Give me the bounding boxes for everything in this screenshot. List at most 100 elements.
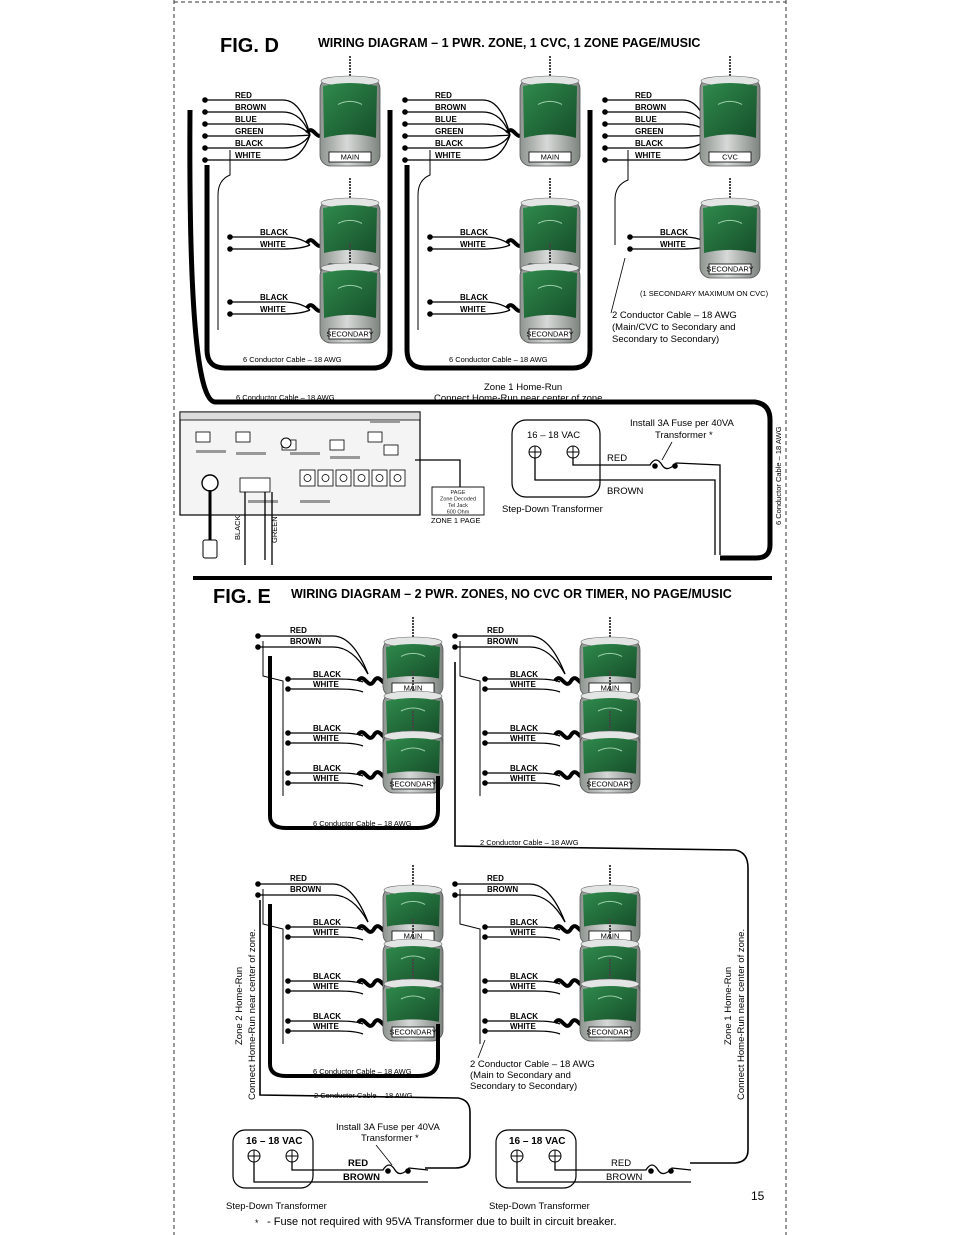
panel-fine-print-5: [248, 500, 278, 503]
wire-label-white: WHITE: [235, 151, 261, 160]
conductor-wire: [485, 1030, 561, 1035]
junction-dot: [602, 145, 608, 151]
footnote: - Fuse not required with 95VA Transforme…: [267, 1216, 617, 1228]
unit-logo-swoosh: [597, 955, 623, 960]
junction-dot: [285, 934, 291, 940]
panel-knob: [280, 437, 292, 449]
conductor-wire: [288, 936, 364, 941]
conductor-wire: [430, 309, 511, 315]
junction-dot: [627, 234, 633, 240]
conductor-wire: [205, 134, 311, 161]
junction-dot: [385, 1168, 391, 1174]
zone-1-two-conductor-cable: [454, 662, 749, 1164]
junction-dot: [482, 740, 488, 746]
pair-riser-1: [217, 150, 231, 330]
wire-label-white: WHITE: [313, 982, 339, 991]
panel-fine-print-3: [330, 456, 360, 459]
wire-label-red: RED: [290, 874, 307, 883]
terminal-cross: [567, 446, 579, 458]
green-lead-label: GREEN: [270, 516, 279, 543]
unit-label-panel: [323, 270, 377, 319]
fig-e-title: WIRING DIAGRAM – 2 PWR. ZONES, NO CVC OR…: [291, 587, 732, 601]
brown-wire: [516, 1162, 691, 1183]
panel-jack-4: [371, 469, 388, 487]
unit-label-panel: [523, 205, 577, 254]
junction-dot: [202, 157, 208, 163]
red-label: RED: [607, 453, 627, 464]
unit-label-panel: [323, 83, 377, 138]
side-cable-label: 6 Conductor Cable – 18 AWG: [774, 426, 783, 525]
unit-label-panel: [703, 83, 757, 138]
panel-terminal-4: [367, 431, 383, 443]
unit-logo-swoosh: [717, 219, 743, 224]
unit-logo-swoosh: [400, 747, 426, 752]
speaker-unit-secondary-1-1: SECONDARY: [519, 243, 581, 344]
panel-jack-hole: [393, 474, 402, 482]
upper-unit-1-2: SECONDARY: [579, 711, 641, 794]
six-conductor-cable-loop-2: [404, 110, 593, 371]
junction-dot: [255, 644, 261, 650]
wire-label-brown: BROWN: [235, 103, 266, 112]
unit-tag-box: [391, 778, 435, 790]
junction-dot: [482, 978, 488, 984]
unit-logo-swoosh: [400, 707, 426, 712]
cable-6-label: 6 Conductor Cable – 18 AWG: [313, 1067, 412, 1076]
panel-terminal-5: [383, 444, 399, 456]
wire-label-white: WHITE: [460, 305, 486, 314]
conductor-wire: [288, 772, 364, 777]
fuse-pointer: [375, 1144, 393, 1166]
red-label: RED: [348, 1158, 368, 1169]
junction-dot: [285, 988, 291, 994]
unit-tag-box: [328, 328, 372, 340]
page-wire: [415, 459, 461, 487]
unit-tag-box: [528, 151, 572, 163]
wire-label-red: RED: [290, 626, 307, 635]
conductor-wire: [288, 678, 364, 683]
wire-label-black: BLACK: [635, 139, 663, 148]
wire-label-black: BLACK: [510, 972, 538, 981]
junction-dot: [602, 157, 608, 163]
fuse-note-1: Install 3A Fuse per 40VA: [630, 418, 735, 429]
conductor-wire: [288, 782, 364, 787]
conductor-wire: [288, 926, 364, 931]
wire-label-red: RED: [235, 91, 252, 100]
conductor-wire: [485, 1020, 561, 1025]
cable-2-note-line: (Main/CVC to Secondary and: [612, 322, 736, 333]
page-box-line: PAGE: [451, 490, 466, 496]
junction-dot: [285, 978, 291, 984]
panel-fine-print-0: [196, 450, 226, 453]
page-jack-box: [431, 486, 485, 516]
junction-dot: [255, 892, 261, 898]
panel-jack-hole: [375, 474, 384, 482]
panel-jack-5: [389, 469, 406, 487]
conductor-wire: [405, 134, 511, 149]
wire-label-red: RED: [635, 91, 652, 100]
home-run-sublabel: Connect Home-Run near center of zone.: [434, 393, 605, 404]
brown-wire: [253, 1162, 428, 1183]
zone-2-two-conductor-cable: [259, 900, 471, 1169]
wire-label-white: WHITE: [313, 734, 339, 743]
wire-label-brown: BROWN: [487, 885, 518, 894]
home-run-cable-label: 6 Conductor Cable – 18 AWG: [236, 393, 335, 402]
transformer-box: [511, 419, 601, 498]
transformer-box: [495, 1129, 577, 1189]
junction-dot: [227, 299, 233, 305]
panel-jack-2: [335, 469, 352, 487]
zone-page-label: ZONE 1 PAGE: [431, 516, 480, 525]
wire-label-white: WHITE: [660, 240, 686, 249]
junction-dot: [482, 924, 488, 930]
wire-label-black: BLACK: [510, 670, 538, 679]
conductor-wire: [455, 635, 566, 675]
riser-wire: [262, 889, 284, 1044]
page-box-line: 600 Ohm: [447, 510, 470, 516]
fuse-note-1: Install 3A Fuse per 40VA: [336, 1122, 441, 1133]
junction-dot: [285, 780, 291, 786]
wire-label-green: GREEN: [435, 127, 464, 136]
unit-logo-swoosh: [537, 219, 563, 224]
conductor-wire: [405, 99, 511, 136]
conductor-wire: [405, 134, 511, 137]
page-number: 15: [751, 1189, 765, 1203]
wire-label-white: WHITE: [510, 734, 536, 743]
